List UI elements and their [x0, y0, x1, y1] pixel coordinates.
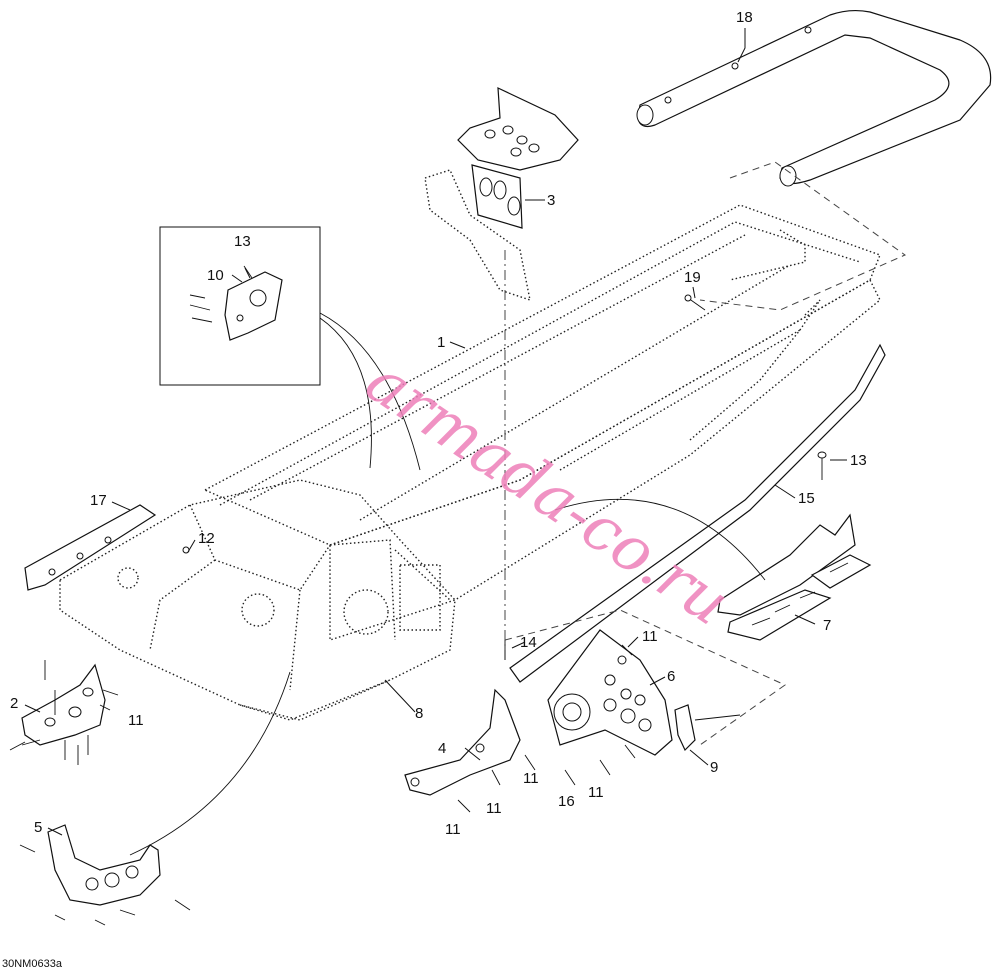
callout-19: 19 — [684, 269, 701, 286]
callout-5: 5 — [34, 819, 42, 836]
callout-12: 12 — [198, 530, 215, 547]
callouts: 18 3 13 10 19 1 13 15 17 12 7 14 11 6 2 … — [10, 9, 867, 838]
part-2-bracket — [21, 663, 106, 746]
part-19-bolt — [684, 294, 706, 311]
callout-14: 14 — [520, 634, 537, 651]
fasteners — [9, 546, 636, 926]
callout-1: 1 — [437, 334, 445, 351]
callout-10: 10 — [207, 267, 224, 284]
part-13-rivet — [817, 451, 827, 480]
callout-13-inset: 13 — [234, 233, 251, 250]
part-4-bracket — [404, 688, 521, 796]
callout-8: 8 — [415, 705, 423, 722]
callout-16: 16 — [558, 793, 575, 810]
callout-11-a: 11 — [642, 628, 658, 645]
leader-lines — [24, 28, 847, 836]
callout-9: 9 — [710, 759, 718, 776]
callout-11-b: 11 — [128, 712, 144, 729]
part-7-running-board — [717, 513, 872, 641]
callout-17: 17 — [90, 492, 107, 509]
callout-13: 13 — [850, 452, 867, 469]
chassis-frame — [59, 479, 456, 721]
callout-11-d: 11 — [588, 784, 604, 801]
callout-11-f: 11 — [445, 821, 461, 838]
callout-11-e: 11 — [486, 800, 502, 817]
watermark: armada-co.ru — [354, 344, 743, 639]
callout-7: 7 — [823, 617, 831, 634]
callout-4: 4 — [438, 740, 446, 757]
callout-11-c: 11 — [523, 770, 539, 787]
part-6-side-plate — [504, 609, 787, 756]
callout-6: 6 — [667, 668, 675, 685]
tunnel-frame — [203, 204, 881, 641]
part-15-rail — [509, 343, 886, 683]
part-18-rear-bumper — [636, 9, 992, 311]
part-5-bracket — [47, 671, 291, 906]
detail-inset — [159, 226, 421, 471]
part-17-bracket — [24, 504, 157, 591]
part-9-bracket — [674, 704, 741, 752]
part-3-bracket — [424, 87, 579, 660]
callout-2: 2 — [10, 695, 18, 712]
figure-id: 30NM0633a — [2, 958, 63, 970]
callout-15: 15 — [798, 490, 815, 507]
leader-curve-7 — [554, 498, 766, 581]
callout-18: 18 — [736, 9, 753, 26]
callout-3: 3 — [547, 192, 555, 209]
